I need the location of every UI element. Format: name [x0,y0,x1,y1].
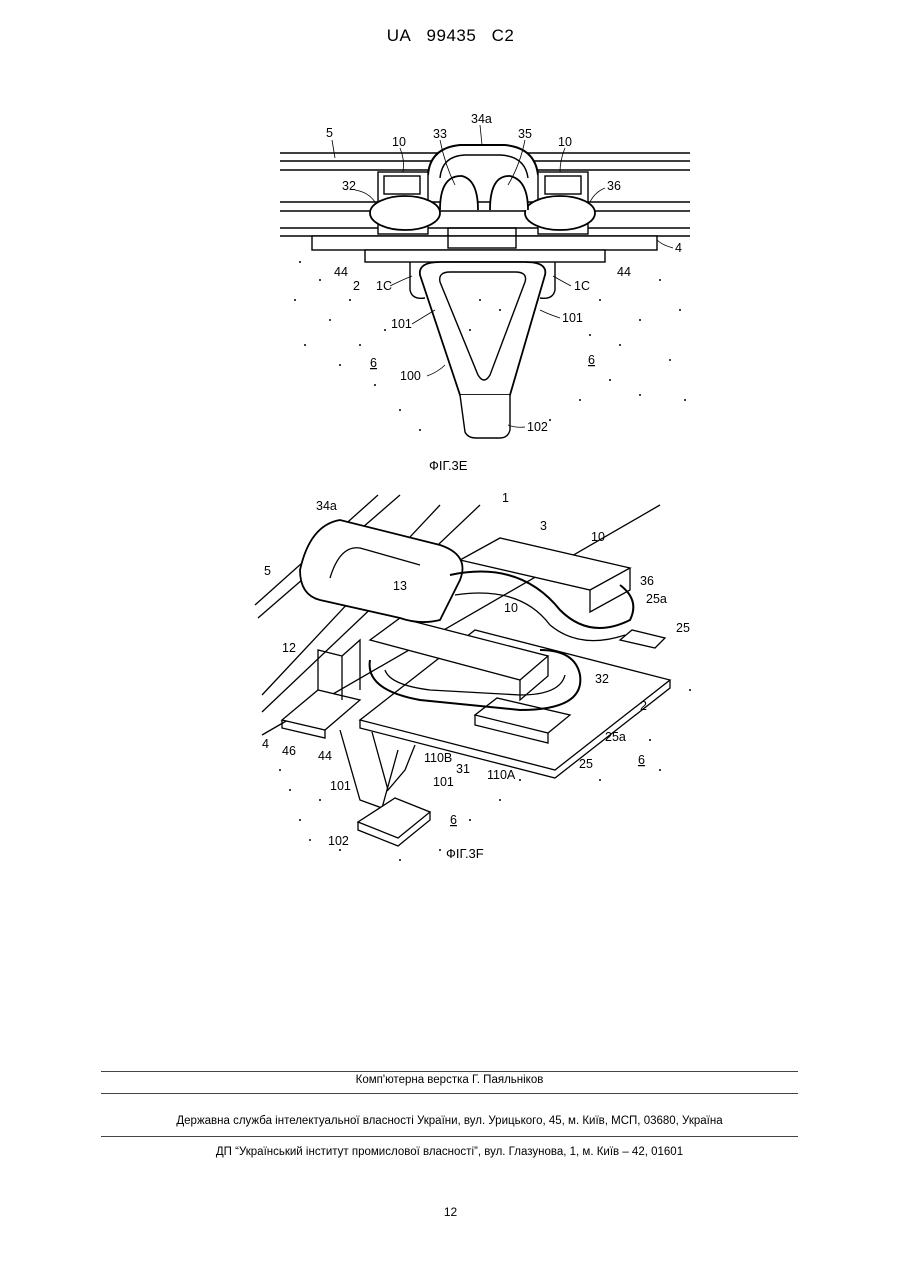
fig3f-label: 32 [595,672,609,686]
fig3f-label: 110A [487,768,516,782]
footer-agency: Державна служба інтелектуальної власност… [101,1115,798,1127]
footer-divider [101,1136,798,1137]
fig3f-label: 110B [424,751,452,765]
fig3f-label: 12 [282,641,296,655]
fig3f-label: 6 [638,753,645,767]
fig3f-label: 3 [540,519,547,533]
figure-3f-caption: ФІГ.3F [446,846,484,861]
fig3f-label: 1 [502,491,509,505]
fig3f-label: 25a [646,592,667,606]
fig3f-label: 31 [456,762,470,776]
footer-divider [101,1093,798,1094]
fig3f-label: 10 [504,601,518,615]
fig3f-label: 36 [640,574,654,588]
footer-layout: Комп'ютерна верстка Г. Паяльніков [101,1074,798,1086]
fig3f-label: 34a [316,499,337,513]
fig3f-label: 101 [330,779,351,793]
fig3f-label: 5 [264,564,271,578]
footer-institute: ДП “Український інститут промислової вла… [101,1146,798,1158]
fig3f-label: 102 [328,834,349,848]
fig3f-label: 25a [605,730,626,744]
fig3f-label: 6 [450,813,457,827]
page-number: 12 [0,1205,901,1219]
fig3f-label: 13 [393,579,407,593]
fig3f-label: 25 [579,757,593,771]
fig3f-label: 46 [282,744,296,758]
fig3f-label: 44 [318,749,332,763]
fig3f-label: 4 [262,737,269,751]
footer-divider [101,1071,798,1072]
fig3f-label: 101 [433,775,454,789]
fig3f-label: 10 [591,530,605,544]
figure-3f-drawing: 1 34a 3 10 5 36 25a 13 25 10 12 32 2 4 4… [0,0,901,900]
fig3f-label: 25 [676,621,690,635]
fig3f-label: 2 [640,699,647,713]
